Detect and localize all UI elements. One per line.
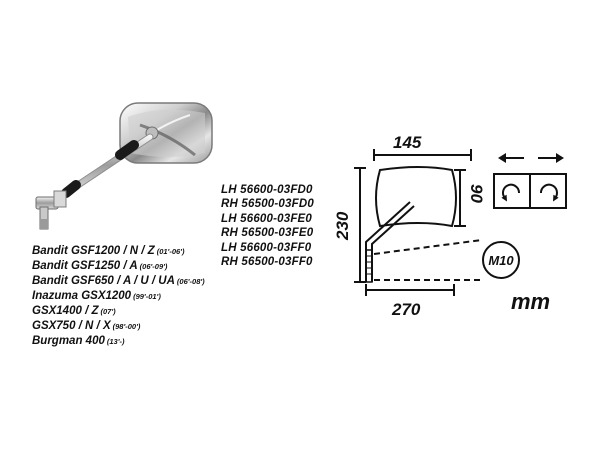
thread-projection xyxy=(373,239,483,281)
model-name: Bandit GSF1200 / N / Z xyxy=(32,245,155,257)
model-item: Bandit GSF1250 / A(06'-09') xyxy=(32,259,205,274)
model-name: Inazuma GSX1200 xyxy=(32,290,132,302)
height-dimension xyxy=(354,167,366,283)
model-name: Bandit GSF650 / A / U / UA xyxy=(32,275,175,287)
compatible-models-list: Bandit GSF1200 / N / Z(01'-06')Bandit GS… xyxy=(32,244,205,349)
model-years: (13'-) xyxy=(106,337,125,346)
part-number: LH 56600-03FF0 xyxy=(221,241,312,254)
thread-label: M10 xyxy=(488,253,514,268)
model-item: Bandit GSF1200 / N / Z(01'-06') xyxy=(32,244,205,259)
reach-label: 270 xyxy=(391,300,421,319)
arrow-left-icon xyxy=(498,153,524,163)
stem-thread xyxy=(365,249,373,283)
mirror-head xyxy=(119,102,213,164)
width-dimension xyxy=(373,149,472,161)
model-name: Burgman 400 xyxy=(32,335,105,347)
model-years: (07') xyxy=(100,307,116,316)
head-height-dimension xyxy=(454,169,466,227)
model-item: Inazuma GSX1200(99'-01') xyxy=(32,289,205,304)
model-name: GSX1400 / Z xyxy=(32,305,99,317)
mirror-photo xyxy=(35,102,213,230)
stem-outline xyxy=(365,201,415,282)
model-years: (06'-08') xyxy=(176,277,205,286)
rotate-cw-icon xyxy=(539,183,559,202)
mounting-bolt xyxy=(35,190,67,230)
model-item: GSX1400 / Z(07') xyxy=(32,304,205,319)
rotate-ccw-icon xyxy=(501,183,521,202)
width-label: 145 xyxy=(393,133,422,152)
model-years: (99'-01') xyxy=(133,292,161,301)
part-number: LH 56600-03FD0 xyxy=(221,184,313,196)
unit-label: mm xyxy=(511,289,551,314)
thread-callout xyxy=(482,241,520,279)
stem-thread-lines xyxy=(366,255,372,275)
dimension-drawing: 145 230 90 M10 270 xyxy=(333,133,567,319)
part-number: RH 56500-03FE0 xyxy=(221,227,314,240)
height-label: 230 xyxy=(333,211,352,241)
part-number: LH 56600-03FE0 xyxy=(221,212,313,225)
reach-dimension xyxy=(365,284,455,296)
arrow-right-icon xyxy=(538,153,564,163)
model-name: GSX750 / N / X xyxy=(32,320,111,332)
model-years: (98'-00') xyxy=(112,322,141,331)
part-number: RH 56500-03FF0 xyxy=(221,256,313,269)
model-years: (06'-09') xyxy=(139,262,168,271)
model-years: (01'-06') xyxy=(156,247,185,256)
model-item: Burgman 400(13'-) xyxy=(32,334,205,349)
mirror-stem xyxy=(61,133,154,198)
model-item: GSX750 / N / X(98'-00') xyxy=(32,319,205,334)
model-name: Bandit GSF1250 / A xyxy=(32,260,138,272)
part-number: RH 56500-03FD0 xyxy=(221,198,314,211)
mirror-head-outline xyxy=(375,166,457,228)
head-height-label: 90 xyxy=(467,184,486,203)
model-item: Bandit GSF650 / A / U / UA(06'-08') xyxy=(32,274,205,289)
